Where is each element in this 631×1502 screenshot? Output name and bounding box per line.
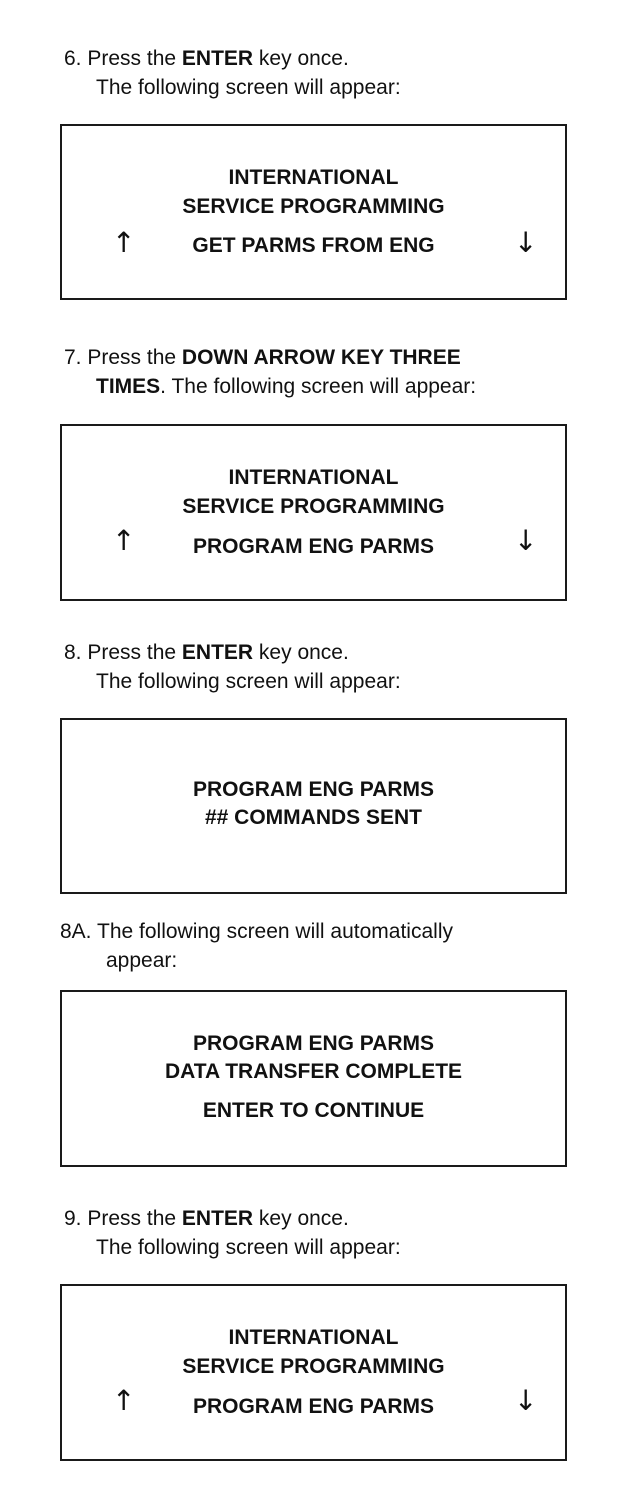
down-arrow-icon: ↓ [514, 1384, 538, 1417]
step-text: Press the [87, 1207, 182, 1230]
screen-line-1: INTERNATIONAL [228, 466, 399, 489]
screen-line-2: SERVICE PROGRAMMING [182, 495, 445, 518]
step-7: 7. Press the DOWN ARROW KEY THREE TIMES.… [64, 343, 476, 401]
screen-line-2: DATA TRANSFER COMPLETE [164, 1060, 463, 1083]
key-name: DOWN ARROW KEY THREE [181, 346, 461, 369]
step-8: 8. Press the ENTER key once. The followi… [64, 638, 401, 696]
up-arrow-icon: ↑ [112, 1384, 136, 1417]
up-arrow-icon: ↑ [112, 226, 136, 259]
down-arrow-icon: ↓ [514, 524, 538, 557]
step-9: 9. Press the ENTER key once. The followi… [64, 1204, 401, 1262]
step-text-line-2: The following screen will appear: [96, 1236, 401, 1259]
step-text: Press the [87, 346, 182, 369]
step-number: 6. [64, 47, 82, 70]
step-6: 6. Press the ENTER key once. The followi… [64, 44, 401, 102]
screen-line-1: PROGRAM ENG PARMS [192, 1032, 435, 1055]
step-text: key once. [253, 47, 349, 70]
display-screen-3: PROGRAM ENG PARMS ## COMMANDS SENT [60, 718, 567, 894]
step-text: The following screen will automatically [97, 920, 453, 943]
screen-line-3: PROGRAM ENG PARMS [192, 1395, 435, 1418]
step-text: Press the [87, 641, 182, 664]
key-name: ENTER [181, 47, 254, 70]
display-screen-5: INTERNATIONAL SERVICE PROGRAMMING PROGRA… [60, 1284, 567, 1461]
display-screen-1: INTERNATIONAL SERVICE PROGRAMMING GET PA… [60, 124, 567, 300]
step-number: 9. [64, 1207, 82, 1230]
key-name: ENTER [181, 1207, 254, 1230]
display-screen-2: INTERNATIONAL SERVICE PROGRAMMING PROGRA… [60, 424, 567, 601]
screen-line-3: PROGRAM ENG PARMS [192, 535, 435, 558]
step-number: 8A. [60, 920, 92, 943]
screen-line-1: INTERNATIONAL [228, 166, 399, 189]
step-text: . The following screen will appear: [160, 375, 477, 398]
step-text: Press the [87, 47, 182, 70]
screen-line-2: ## COMMANDS SENT [204, 806, 423, 829]
display-screen-4: PROGRAM ENG PARMS DATA TRANSFER COMPLETE… [60, 990, 567, 1167]
step-text-line-2: appear: [106, 949, 178, 972]
step-8a: 8A. The following screen will automatica… [60, 917, 453, 975]
step-number: 8. [64, 641, 82, 664]
down-arrow-icon: ↓ [514, 226, 538, 259]
key-name: ENTER [181, 641, 254, 664]
key-name: TIMES [96, 375, 161, 398]
step-text: key once. [253, 641, 349, 664]
step-text: key once. [253, 1207, 349, 1230]
step-text-line-2: The following screen will appear: [96, 76, 401, 99]
screen-line-1: INTERNATIONAL [228, 1326, 399, 1349]
screen-line-3: GET PARMS FROM ENG [192, 234, 435, 257]
screen-line-1: PROGRAM ENG PARMS [192, 778, 435, 801]
screen-line-2: SERVICE PROGRAMMING [182, 195, 445, 218]
step-text-line-2: The following screen will appear: [96, 670, 401, 693]
screen-line-2: SERVICE PROGRAMMING [182, 1355, 445, 1378]
up-arrow-icon: ↑ [112, 524, 136, 557]
screen-line-3: ENTER TO CONTINUE [202, 1099, 425, 1122]
step-number: 7. [64, 346, 82, 369]
step-text-line-2: TIMES. The following screen will appear: [64, 372, 476, 401]
